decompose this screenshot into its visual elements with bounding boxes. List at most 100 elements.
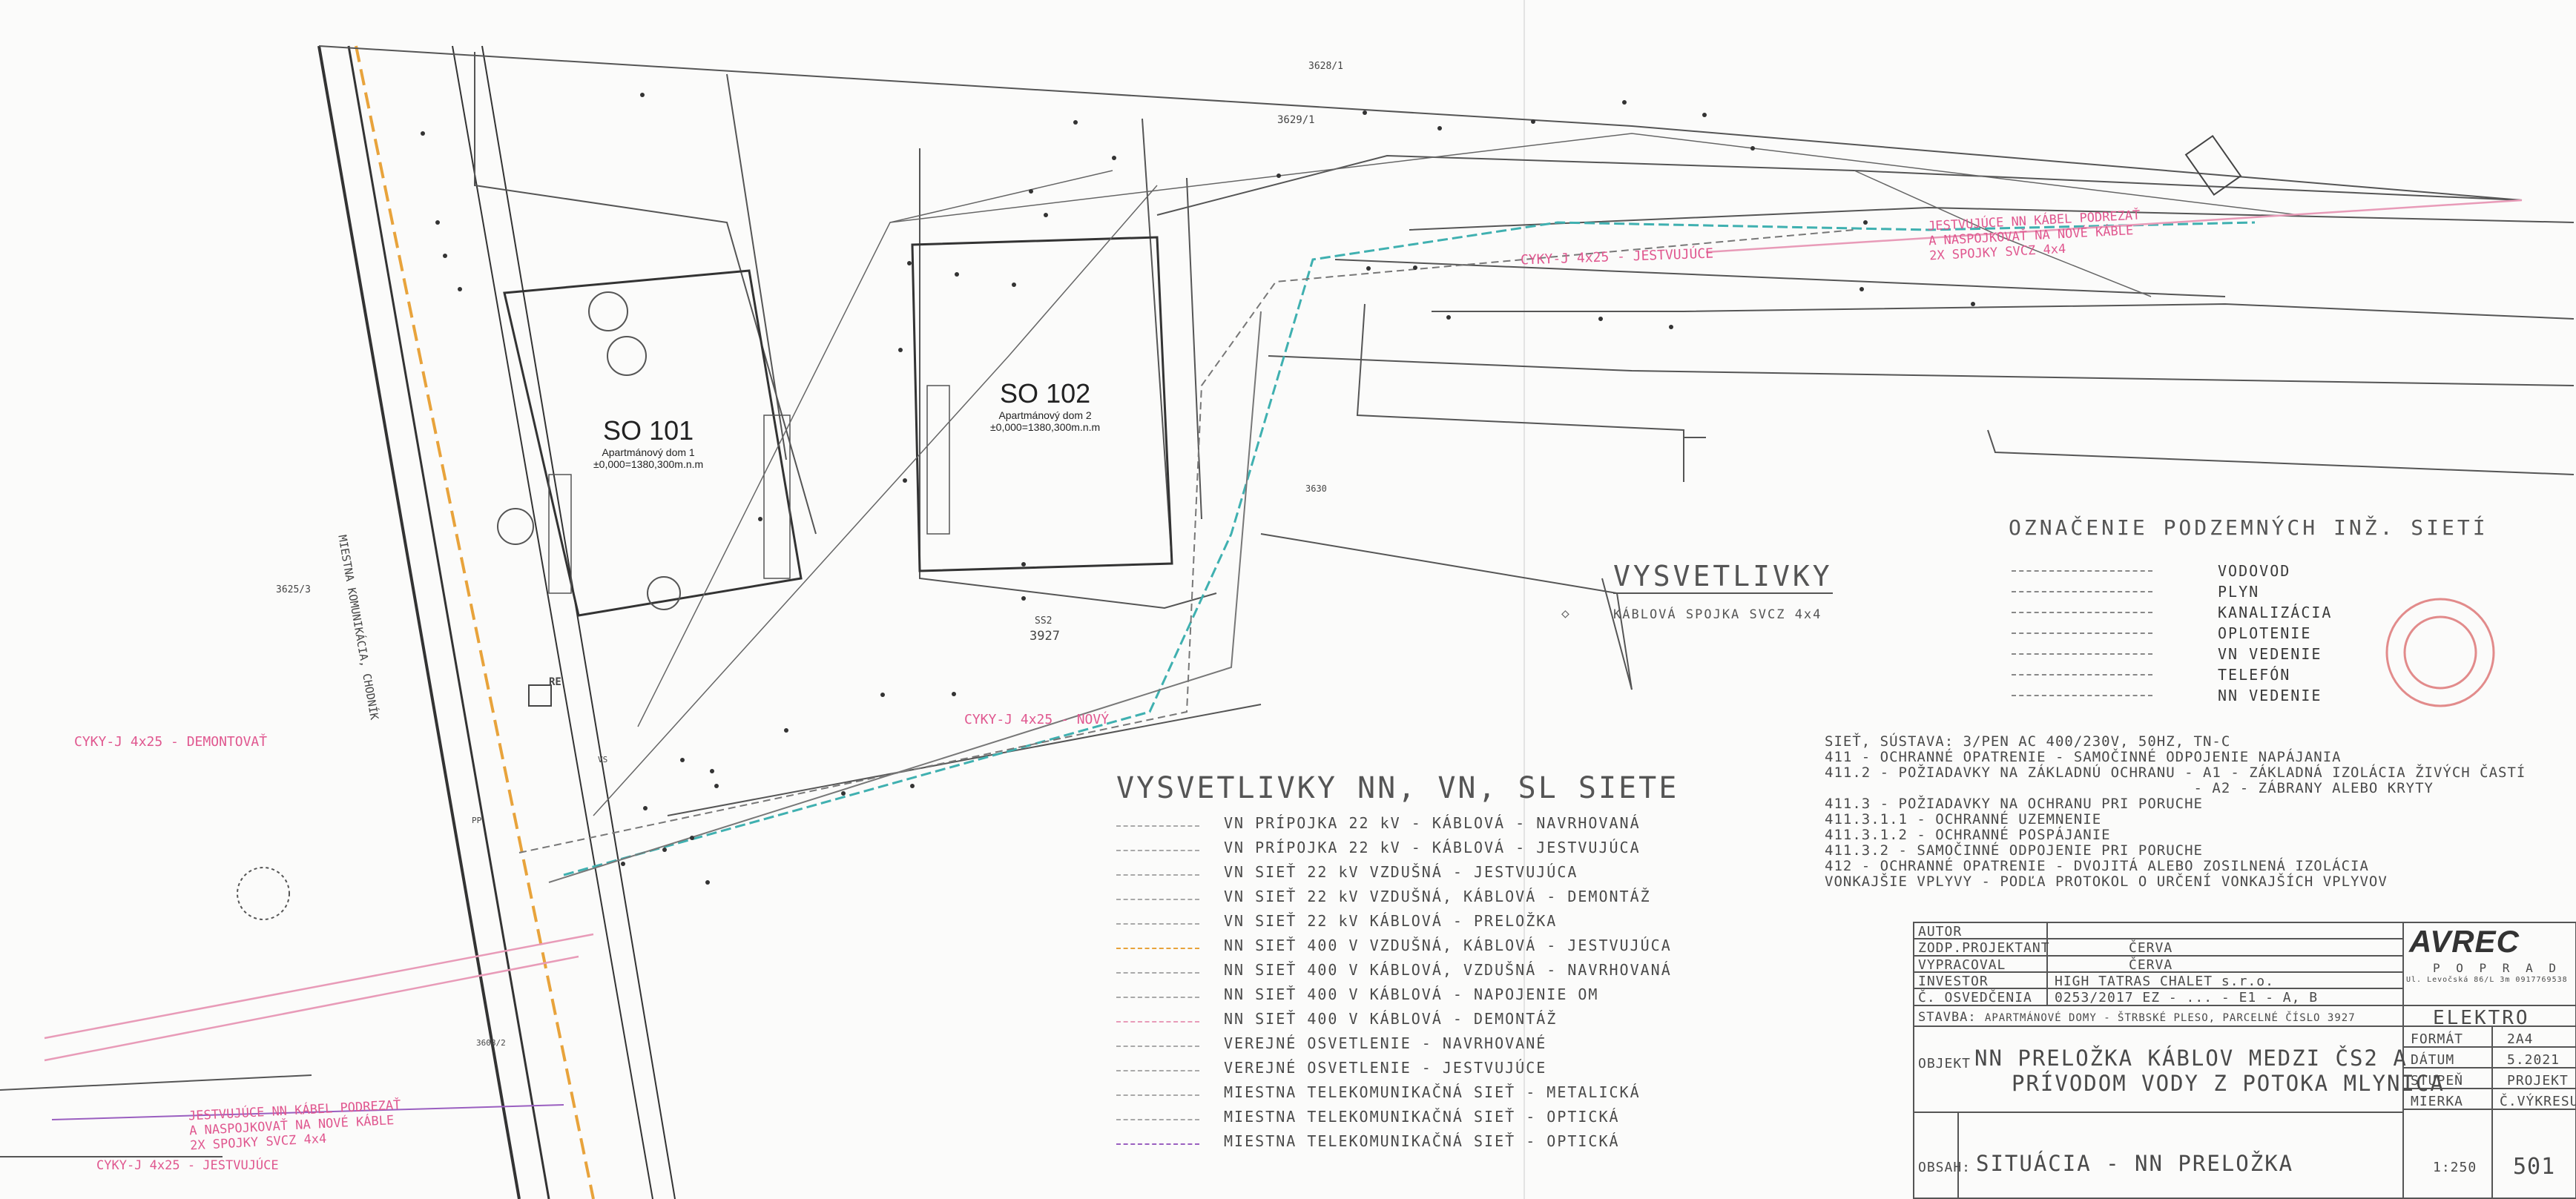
legend-nn-item: MIESTNA TELEKOMUNIKAČNÁ SIEŤ - OPTICKÁ [1116,1132,1679,1157]
legend-nn-item: VEREJNÉ OSVETLENIE - JESTVUJÚCE [1116,1059,1679,1083]
pink-note-mid: CYKY-J 4x25 - NOVÝ [964,712,1110,727]
company-sub: P O P R A D [2433,961,2560,975]
legend-nn-item-label: MIESTNA TELEKOMUNIKAČNÁ SIEŤ - OPTICKÁ [1224,1108,1620,1126]
tb-vypracoval-label: VYPRACOVAL [1918,957,2006,973]
pp-label: PP [472,816,482,825]
legend-underground-item-label: PLYN [2218,583,2260,601]
parcel-boundaries [0,45,2575,1157]
building-so102-label: SO 102 Apartmánový dom 2 ±0,000=1380,300… [990,378,1100,433]
legend-underground-item-label: VODOVOD [2218,562,2291,580]
company-address: Ul. Levočská 86/L 3m 0917769538 [2406,976,2568,984]
note-line: 411 - OCHRANNÉ OPATRENIE - SAMOČINNÉ ODP… [1825,749,2342,765]
legend-nn-item-label: NN SIEŤ 400 V KÁBLOVÁ - DEMONTÁŽ [1224,1010,1558,1028]
tb-stupen-label: STUPEŇ [2411,1073,2464,1089]
legend-underground-item: PLYN [2009,581,2488,602]
vysvetlivky-item-label: KÁBLOVÁ SPOJKA SVCZ 4x4 [1613,607,1822,622]
legend-underground-item-label: KANALIZÁCIA [2218,604,2333,621]
legend-nn-item-label: MIESTNA TELEKOMUNIKAČNÁ SIEŤ - METALICKÁ [1224,1083,1641,1101]
legend-line-sample [1116,948,1199,949]
legend-line-sample [1116,1021,1199,1023]
survey-points [421,93,1975,885]
legend-nn-item-label: VN SIEŤ 22 kV VZDUŠNÁ - JESTVUJÚCA [1224,863,1578,881]
legend-nn-title: VYSVETLIVKY NN, VN, SL SIETE [1116,771,1679,805]
ss2-label: SS2 [1035,615,1053,627]
tb-stavba-value: APARTMÁNOVÉ DOMY - ŠTRBSKÉ PLESO, PARCEL… [1984,1012,2356,1024]
legend-line-sample [1116,1143,1199,1145]
note-line: 411.3.2 - SAMOČINNÉ ODPOJENIE PRI PORUCH… [1825,842,2203,859]
legend-line-sample [2012,591,2152,592]
legend-nn-item-label: VN PRÍPOJKA 22 kV - KÁBLOVÁ - JESTVUJÚCA [1224,839,1641,856]
legend-underground-item: OPLOTENIE [2009,623,2488,644]
legend-nn-item-label: NN SIEŤ 400 V KÁBLOVÁ - NAPOJENIE OM [1224,985,1599,1003]
note-line: 411.3 - POŽIADAVKY NA OCHRANU PRI PORUCH… [1825,796,2203,812]
legend-nn-item: MIESTNA TELEKOMUNIKAČNÁ SIEŤ - OPTICKÁ [1116,1108,1679,1132]
legend-underground-item: KANALIZÁCIA [2009,602,2488,623]
legend-nn-item: NN SIEŤ 400 V VZDUŠNÁ, KÁBLOVÁ - JESTVUJ… [1116,937,1679,961]
parcel-3630-label: 3630 [1305,483,1327,494]
legend-line-sample [1116,923,1199,925]
legend-nn-item: NN SIEŤ 400 V KÁBLOVÁ - DEMONTÁŽ [1116,1010,1679,1034]
building-so101-label: SO 101 Apartmánový dom 1 ±0,000=1380,300… [593,415,703,470]
title-block: AUTOR ZODP.PROJEKTANT ČERVA VYPRACOVAL Č… [1914,922,2576,1199]
legend-underground-item: NN VEDENIE [2009,685,2488,706]
vysvetlivky-title: VYSVETLIVKY [1613,560,1833,594]
legend-line-sample [2012,653,2152,655]
tb-objekt-value-2: PRÍVODOM VODY Z POTOKA MLYNICA [2012,1071,2445,1096]
legend-underground-item: VODOVOD [2009,561,2488,581]
vysvetlivky-block: VYSVETLIVKY ◇ KÁBLOVÁ SPOJKA SVCZ 4x4 [1561,560,1833,622]
tb-cvykresu-value: 501 [2513,1154,2556,1180]
cabinet-re-label: RE [549,676,561,688]
nn-orange-line [355,45,595,1199]
parcel-3628-1-label: 3628/1 [1308,61,1343,72]
tb-vypracoval-value: ČERVA [2129,957,2173,973]
road [317,45,676,1199]
cable-routes [518,133,2300,883]
legend-line-sample [2012,695,2152,696]
parcel-3625-3-label: 3625/3 [276,584,311,595]
tb-datum-value: 5.2021 [2507,1052,2560,1068]
note-line: SIEŤ, SÚSTAVA: 3/PEN AC 400/230V, 50HZ, … [1825,733,2231,750]
legend-line-sample [1116,1046,1199,1047]
legend-nn-item-label: VEREJNÉ OSVETLENIE - JESTVUJÚCE [1224,1059,1547,1077]
legend-nn-item: NN SIEŤ 400 V KÁBLOVÁ, VZDUŠNÁ - NAVRHOV… [1116,961,1679,985]
building-so102-name: Apartmánový dom 2 [998,409,1092,421]
pink-note-bottom-left-2: CYKY-J 4x25 - JESTVUJÚCE [96,1158,279,1173]
legend-line-sample [1116,972,1199,974]
tb-zodp-label: ZODP.PROJEKTANT [1918,940,2050,956]
parcel-3608-2-label: 3608/2 [476,1038,506,1048]
legend-line-sample [2012,612,2152,613]
tb-mierka-label: MIERKA [2411,1094,2464,1109]
legend-nn-item-label: VN SIEŤ 22 kV VZDUŠNÁ, KÁBLOVÁ - DEMONTÁ… [1224,888,1651,905]
tb-mierka-value: 1:250 [2433,1160,2477,1175]
legend-nn-item: VEREJNÉ OSVETLENIE - NAVRHOVANÉ [1116,1034,1679,1059]
legend-nn-item-label: NN SIEŤ 400 V VZDUŠNÁ, KÁBLOVÁ - JESTVUJ… [1224,937,1672,954]
building-so102-outline [911,236,1173,572]
tb-osvedcenia-value: 0253/2017 EZ - ... - E1 - A, B [2055,990,2319,1005]
vs-label: VS [598,755,608,764]
legend-line-sample [2012,570,2152,572]
legend-nn-items: VN PRÍPOJKA 22 kV - KÁBLOVÁ - NAVRHOVANÁ… [1116,814,1679,1157]
legend-nn-item: VN SIEŤ 22 kV VZDUŠNÁ - JESTVUJÚCA [1116,863,1679,888]
legend-underground-item: VN VEDENIE [2009,644,2488,664]
parcel-3629-1-label: 3629/1 [1277,114,1315,126]
optical-line [51,1104,564,1120]
tb-objekt-value-1: NN PRELOŽKA KÁBLOV MEDZI ČS2 A [1974,1046,2408,1071]
note-line: 412 - OCHRANNÉ OPATRENIE - DVOJITÁ ALEBO… [1825,858,2369,874]
legend-underground-item-label: TELEFÓN [2218,666,2291,684]
legend-underground-item-label: VN VEDENIE [2218,645,2322,663]
legend-underground: OZNAČENIE PODZEMNÝCH INŽ. SIETÍ VODOVOD P… [2009,515,2488,706]
legend-underground-title: OZNAČENIE PODZEMNÝCH INŽ. SIETÍ [2009,515,2488,540]
building-so101-outline [503,269,803,617]
legend-underground-item-label: NN VEDENIE [2218,687,2322,704]
legend-nn-item-label: VN SIEŤ 22 kV KÁBLOVÁ - PRELOŽKA [1224,912,1558,930]
tb-obsah-value: SITUÁCIA - NN PRELOŽKA [1976,1151,2294,1176]
tb-stavba: STAVBA: APARTMÁNOVÉ DOMY - ŠTRBSKÉ PLESO… [1918,1010,2356,1025]
tb-autor-label: AUTOR [1918,924,1963,939]
legend-line-sample [1116,899,1199,900]
legend-nn-item: MIESTNA TELEKOMUNIKAČNÁ SIEŤ - METALICKÁ [1116,1083,1679,1108]
tb-investor-value: HIGH TATRAS CHALET s.r.o. [2055,974,2274,989]
legend-line-sample [2012,674,2152,676]
legend-underground-item: TELEFÓN [2009,664,2488,685]
